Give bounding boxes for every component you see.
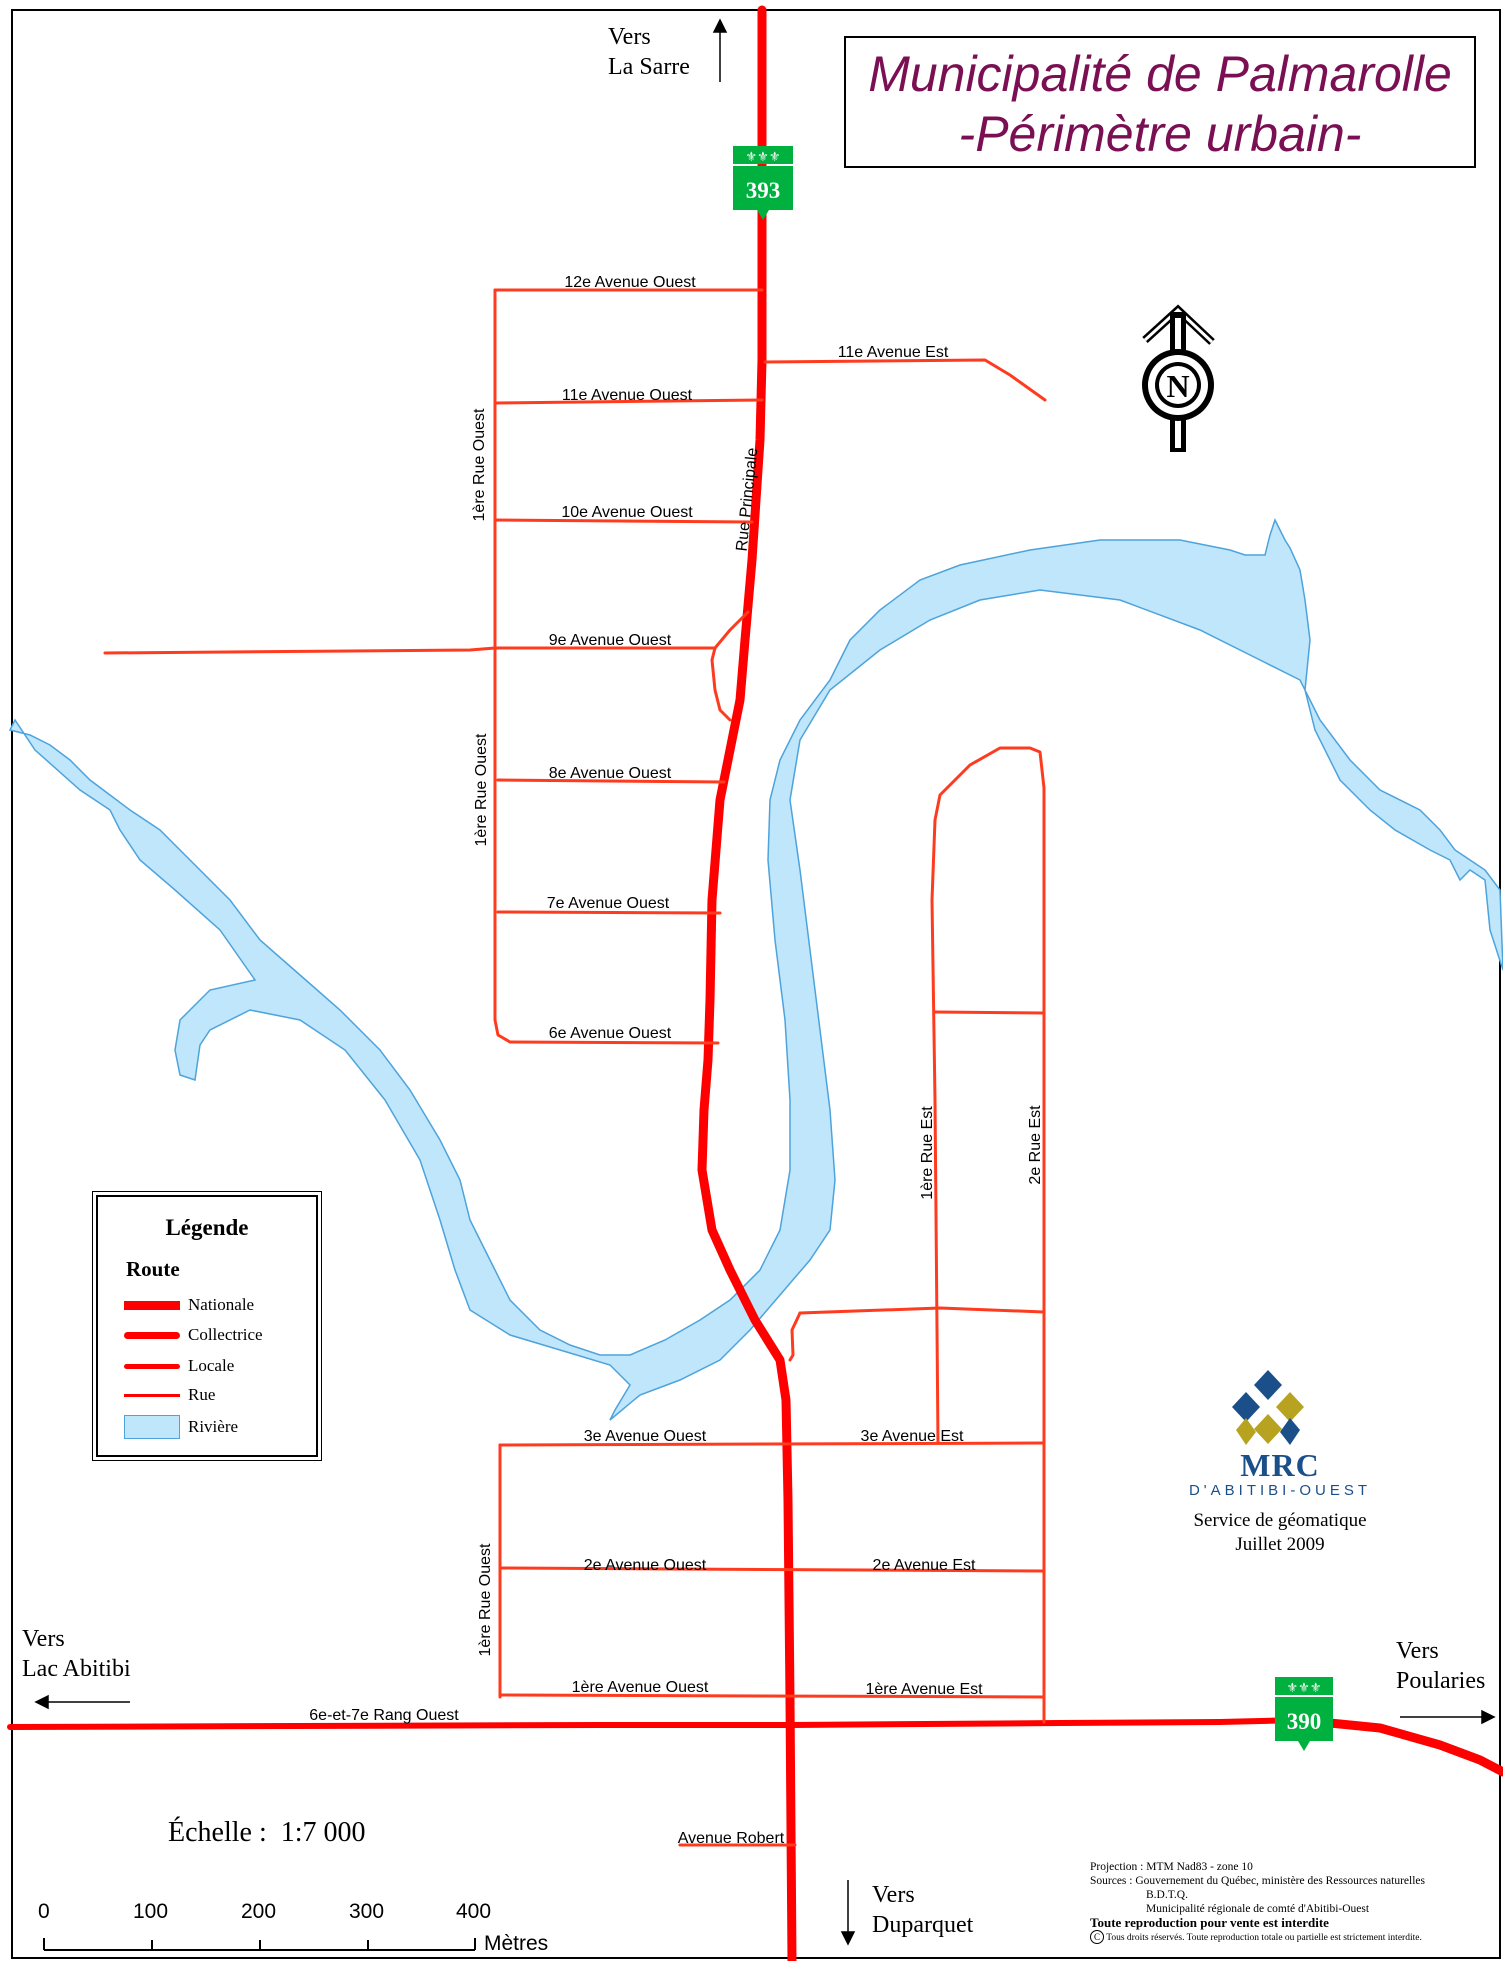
street-label-11e-avenue-est: 11e Avenue Est bbox=[838, 344, 949, 361]
street-label-3e-avenue-ouest: 3e Avenue Ouest bbox=[584, 1428, 707, 1445]
street-label-3e-avenue-est: 3e Avenue Est bbox=[861, 1428, 964, 1445]
map-title: Municipalité de Palmarolle bbox=[868, 46, 1452, 102]
copyright-icon: C bbox=[1090, 1930, 1104, 1944]
rang-road bbox=[7, 1717, 1303, 1730]
street-label-12e-avenue-ouest: 12e Avenue Ouest bbox=[564, 274, 696, 291]
mrc-date: Juillet 2009 bbox=[1235, 1534, 1325, 1555]
mrc-sub: D'ABITIBI-OUEST bbox=[1188, 1482, 1372, 1499]
direction-arrows bbox=[34, 18, 1496, 1946]
legend-swatch bbox=[124, 1415, 180, 1439]
legend-swatch bbox=[124, 1364, 180, 1369]
legend-group: Route bbox=[126, 1257, 180, 1281]
street-label-1ere-rue-ouest: 1ère Rue Ouest bbox=[471, 408, 488, 522]
shield-symbols: ⚜⚜⚜ bbox=[1287, 1681, 1322, 1696]
legend-item-collectrice: Collectrice bbox=[124, 1323, 314, 1347]
north-letter: N bbox=[1166, 368, 1189, 404]
map-frame bbox=[11, 9, 1501, 1959]
mrc-service: Service de géomatique bbox=[1193, 1510, 1367, 1531]
scale-bar bbox=[43, 1938, 476, 1951]
route-393-shield: ⚜⚜⚜ 393 bbox=[733, 146, 793, 220]
rue-principale-road bbox=[697, 5, 797, 1961]
map-subtitle: -Périmètre urbain- bbox=[958, 106, 1362, 162]
street-label-2e-rue-est: 2e Rue Est bbox=[1027, 1105, 1044, 1185]
credits: Projection : MTM Nad83 - zone 10 Sources… bbox=[1090, 1861, 1425, 1944]
mrc-name: MRC bbox=[1240, 1447, 1320, 1483]
mrc-logo-icon bbox=[1232, 1370, 1304, 1445]
north-arrow: N bbox=[1142, 304, 1215, 452]
street-label-2e-avenue-est: 2e Avenue Est bbox=[873, 1557, 976, 1574]
legend-swatch bbox=[124, 1301, 180, 1310]
street-label-1ere-rue-ouest: 1ère Rue Ouest bbox=[477, 1543, 494, 1657]
street-labels: 12e Avenue Ouest 11e Avenue Est 11e Aven… bbox=[309, 274, 1044, 1847]
street-label-rang-ouest: 6e-et-7e Rang Ouest bbox=[309, 1707, 459, 1724]
national-roads bbox=[7, 5, 1503, 1961]
direction-west: Vers Lac Abitibi bbox=[22, 1626, 131, 1682]
street-label-7e-avenue-ouest: 7e Avenue Ouest bbox=[547, 895, 670, 912]
scale-tick: 200 bbox=[241, 1900, 277, 1923]
street-label-9e-avenue-ouest: 9e Avenue Ouest bbox=[549, 632, 672, 649]
scale-unit: Mètres bbox=[484, 1932, 549, 1955]
legend-item-riviere: Rivière bbox=[124, 1415, 314, 1439]
streets bbox=[103, 288, 1047, 1847]
shield-number: 393 bbox=[746, 178, 781, 203]
street-label-10e-avenue-ouest: 10e Avenue Ouest bbox=[561, 504, 693, 521]
legend-item-locale: Locale bbox=[124, 1354, 314, 1378]
direction-north: Vers La Sarre bbox=[608, 24, 690, 80]
street-label-avenue-robert: Avenue Robert bbox=[678, 1830, 785, 1847]
legend-item-rue: Rue bbox=[124, 1383, 314, 1407]
street-label-1ere-avenue-ouest: 1ère Avenue Ouest bbox=[572, 1679, 709, 1696]
street-label-1ere-rue-est: 1ère Rue Est bbox=[919, 1106, 936, 1200]
scale-tick: 100 bbox=[133, 1900, 169, 1923]
street-label-11e-avenue-ouest: 11e Avenue Ouest bbox=[562, 387, 693, 404]
scale-title: Échelle : 1:7 000 bbox=[168, 1817, 366, 1848]
river bbox=[8, 518, 1503, 1421]
shield-symbols: ⚜⚜⚜ bbox=[746, 150, 781, 165]
legend: Légende Route Nationale Collectrice Loca… bbox=[92, 1191, 322, 1461]
legend-swatch bbox=[124, 1394, 180, 1397]
title-box: Municipalité de Palmarolle -Périmètre ur… bbox=[844, 36, 1476, 168]
route-390-shield: ⚜⚜⚜ 390 bbox=[1275, 1677, 1333, 1751]
direction-east: Vers Poularies bbox=[1396, 1638, 1486, 1694]
street-label-2e-avenue-ouest: 2e Avenue Ouest bbox=[584, 1557, 707, 1574]
legend-title: Légende bbox=[165, 1215, 249, 1240]
direction-south: Vers Duparquet bbox=[872, 1882, 974, 1938]
scale-tick: 0 bbox=[38, 1900, 50, 1923]
scale-tick: 300 bbox=[349, 1900, 385, 1923]
shield-number: 390 bbox=[1287, 1709, 1322, 1734]
street-label-1ere-rue-ouest: 1ère Rue Ouest bbox=[473, 733, 490, 847]
route-390-east bbox=[1295, 1715, 1503, 1777]
scale-tick: 400 bbox=[456, 1900, 492, 1923]
legend-item-nationale: Nationale bbox=[124, 1293, 314, 1317]
street-label-8e-avenue-ouest: 8e Avenue Ouest bbox=[549, 765, 672, 782]
street-label-6e-avenue-ouest: 6e Avenue Ouest bbox=[549, 1025, 672, 1042]
mrc-block: MRC D'ABITIBI-OUEST Service de géomatiqu… bbox=[1160, 1370, 1400, 1557]
street-label-1ere-avenue-est: 1ère Avenue Est bbox=[865, 1681, 983, 1698]
legend-swatch bbox=[124, 1332, 180, 1339]
